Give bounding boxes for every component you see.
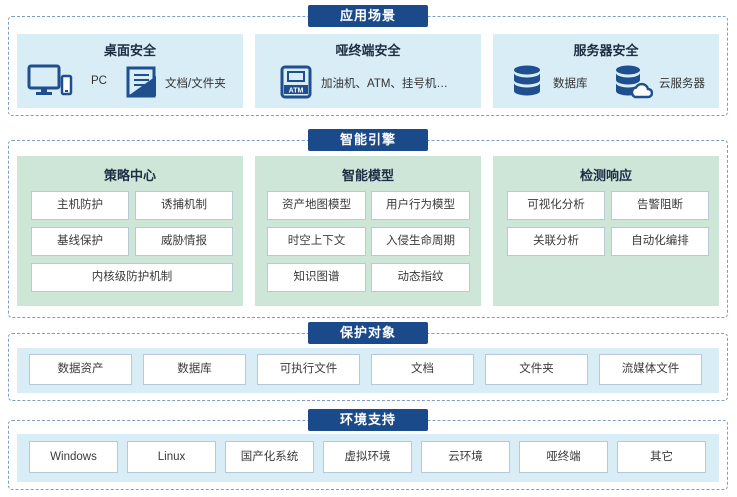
chip-windows: Windows [29, 441, 118, 473]
chip-honeypot: 诱捕机制 [135, 191, 233, 220]
pc-icon [27, 64, 73, 96]
database-label: 数据库 [553, 78, 588, 90]
chip-domestic-os: 国产化系统 [225, 441, 314, 473]
chip-media-file: 流媒体文件 [599, 354, 702, 385]
chip-baseline: 基线保护 [31, 227, 129, 256]
server-security-panel: 服务器安全 数据库 云服务器 [493, 34, 719, 108]
targets-panel: 数据资产 数据库 可执行文件 文档 文件夹 流媒体文件 [17, 348, 719, 393]
engine-section: 策略中心 主机防护 诱捕机制 基线保护 威胁情报 内核级防护机制 智能模型 资产… [8, 140, 728, 318]
chip-executable: 可执行文件 [257, 354, 360, 385]
chip-document: 文档 [371, 354, 474, 385]
targets-section: 数据资产 数据库 可执行文件 文档 文件夹 流媒体文件 [8, 333, 728, 401]
dumb-terminal-panel: 哑终端安全 ATM 加油机、ATM、挂号机… [255, 34, 481, 108]
document-folder-icon [126, 66, 156, 98]
chip-database: 数据库 [143, 354, 246, 385]
chip-automation: 自动化编排 [611, 227, 709, 256]
chip-spatiotemporal: 时空上下文 [267, 227, 366, 256]
chip-other: 其它 [617, 441, 706, 473]
scenarios-section: 桌面安全 PC 文档/文件夹 哑终端安全 ATM 加油机、ATM、挂号机… 服 [8, 16, 728, 116]
atm-icon: ATM [280, 65, 312, 99]
chip-threat-intel: 威胁情报 [135, 227, 233, 256]
targets-title: 保护对象 [308, 322, 428, 344]
strategy-center-panel: 策略中心 主机防护 诱捕机制 基线保护 威胁情报 内核级防护机制 [17, 156, 243, 306]
dumb-terminal-title: 哑终端安全 [335, 43, 401, 58]
chip-virtual-env: 虚拟环境 [323, 441, 412, 473]
chip-knowledge-graph: 知识图谱 [267, 263, 366, 292]
cloud-server-label: 云服务器 [659, 78, 705, 90]
chip-intrusion-lifecycle: 入侵生命周期 [371, 227, 470, 256]
chip-kernel-protection: 内核级防护机制 [31, 263, 233, 292]
detection-response-panel: 检测响应 可视化分析 告警阻断 关联分析 自动化编排 [493, 156, 719, 306]
documents-label: 文档/文件夹 [165, 78, 226, 90]
desktop-security-panel: 桌面安全 PC 文档/文件夹 [17, 34, 243, 108]
pc-label: PC [91, 75, 107, 87]
chip-cloud-env: 云环境 [421, 441, 510, 473]
smart-model-panel: 智能模型 资产地图模型 用户行为模型 时空上下文 入侵生命周期 知识图谱 动态指… [255, 156, 481, 306]
strategy-center-title: 策略中心 [103, 168, 156, 183]
chip-correlation: 关联分析 [507, 227, 605, 256]
engine-title: 智能引擎 [308, 129, 428, 151]
chip-user-behavior: 用户行为模型 [371, 191, 470, 220]
chip-alert-block: 告警阻断 [611, 191, 709, 220]
chip-dynamic-fingerprint: 动态指纹 [371, 263, 470, 292]
env-title: 环境支持 [308, 409, 428, 431]
database-icon [514, 65, 540, 96]
dumb-terminal-items: 加油机、ATM、挂号机… [321, 78, 448, 90]
cloud-server-icon [616, 65, 653, 99]
atm-icon-text: ATM [289, 88, 304, 95]
chip-linux: Linux [127, 441, 216, 473]
chip-asset-map: 资产地图模型 [267, 191, 366, 220]
detection-response-title: 检测响应 [579, 168, 632, 183]
smart-model-title: 智能模型 [341, 168, 394, 183]
chip-dumb-terminal: 哑终端 [519, 441, 608, 473]
env-panel: Windows Linux 国产化系统 虚拟环境 云环境 哑终端 其它 [17, 434, 719, 482]
server-security-title: 服务器安全 [573, 43, 639, 58]
desktop-security-title: 桌面安全 [103, 43, 156, 58]
chip-folder: 文件夹 [485, 354, 588, 385]
chip-data-assets: 数据资产 [29, 354, 132, 385]
chip-host-protection: 主机防护 [31, 191, 129, 220]
chip-visual-analysis: 可视化分析 [507, 191, 605, 220]
scenarios-title: 应用场景 [308, 5, 428, 27]
